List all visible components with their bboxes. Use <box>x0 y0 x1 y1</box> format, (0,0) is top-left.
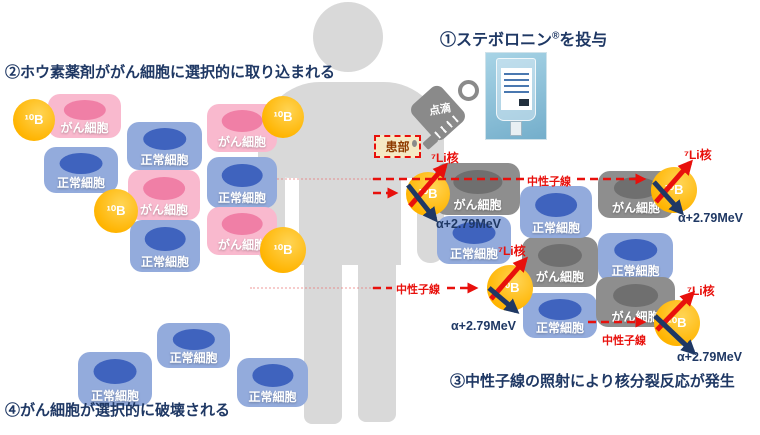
alpha-label: α+2.79MeV <box>677 350 743 364</box>
normal-cell: 正常細胞 <box>523 293 597 338</box>
cell-nucleus <box>613 239 658 262</box>
neutron-beam-label: 中性子線 <box>527 176 571 188</box>
cell-nucleus <box>143 176 185 200</box>
cell-nucleus <box>538 298 582 320</box>
patient-left-leg <box>304 260 342 424</box>
alpha-label: α+2.79MeV <box>678 211 744 225</box>
cancer-cell: がん細胞 <box>48 94 121 138</box>
boron10-label: ¹⁰B <box>106 203 126 218</box>
boron10-particle: ¹⁰B <box>654 300 700 346</box>
boron10-label: ¹⁰B <box>500 280 520 295</box>
cell-nucleus <box>144 226 186 251</box>
boron10-particle: ¹⁰B <box>406 172 450 216</box>
neutron-beam-label: 中性子線 <box>396 284 440 296</box>
normal-cell: 正常細胞 <box>598 233 673 281</box>
patient-waist <box>299 160 401 265</box>
normal-cell: 正常細胞 <box>207 157 277 208</box>
normal-cell: 正常細胞 <box>157 323 230 368</box>
cell-label: がん細胞 <box>453 198 502 212</box>
li7-label: ⁷Li核 <box>684 148 712 162</box>
cell-label: 正常細胞 <box>56 176 105 190</box>
iv-hanger-ring <box>458 80 479 101</box>
cell-label: 正常細胞 <box>248 390 297 404</box>
cell-nucleus <box>452 169 503 194</box>
cell-nucleus <box>93 359 137 384</box>
registered-mark: ® <box>552 30 560 42</box>
cell-label: がん細胞 <box>139 203 188 217</box>
cancer-cell: がん細胞 <box>128 170 200 220</box>
cell-nucleus <box>452 222 496 245</box>
boron10-particle: ¹⁰B <box>487 265 533 311</box>
cell-label: 正常細胞 <box>535 321 584 335</box>
cell-nucleus <box>537 243 583 267</box>
step1-title-text: ①ステボロニン <box>440 32 553 49</box>
cell-nucleus <box>221 110 263 133</box>
photo-bag-label <box>501 68 532 110</box>
cell-label: がん細胞 <box>535 270 584 284</box>
steboronine-bag-photo <box>485 52 547 140</box>
cell-label: 正常細胞 <box>140 255 189 269</box>
step3-title: ③中性子線の照射により核分裂反応が発生 <box>450 373 735 390</box>
patient-head <box>313 2 383 72</box>
step1-title-suffix: を投与 <box>559 32 608 49</box>
boron10-particle: ¹⁰B <box>94 189 138 233</box>
normal-cell: 正常細胞 <box>130 220 200 272</box>
li7-label: ⁷Li核 <box>498 244 526 258</box>
cell-label: がん細胞 <box>60 121 109 135</box>
cell-nucleus <box>59 152 103 175</box>
boron10-particle: ¹⁰B <box>260 227 306 273</box>
li7-label: ⁷Li核 <box>687 284 715 298</box>
patient-right-leg <box>358 260 396 422</box>
beam-trace-dotted-line <box>250 287 374 289</box>
cell-nucleus <box>142 128 187 151</box>
cell-label: 正常細胞 <box>449 247 498 261</box>
alpha-label: α+2.79MeV <box>451 319 517 333</box>
boron10-label: ¹⁰B <box>667 315 687 330</box>
boron10-particle: ¹⁰B <box>262 96 304 138</box>
iv-drip-icon: 点滴 <box>407 80 479 150</box>
cell-label: 正常細胞 <box>611 264 660 278</box>
normal-cell: 正常細胞 <box>520 186 592 238</box>
step4-title: ④がん細胞が選択的に破壊される <box>5 402 231 419</box>
cell-label: 正常細胞 <box>169 351 218 365</box>
normal-cell: 正常細胞 <box>44 147 118 193</box>
normal-cell: 正常細胞 <box>437 216 511 264</box>
cell-label: がん細胞 <box>217 238 266 252</box>
neutron-beam-label: 中性子線 <box>602 335 646 347</box>
normal-cell: 正常細胞 <box>127 122 202 170</box>
cell-nucleus <box>172 328 215 350</box>
boron10-label: ¹⁰B <box>273 109 293 124</box>
cell-nucleus <box>535 192 577 217</box>
normal-cell: 正常細胞 <box>237 358 308 407</box>
cell-nucleus <box>613 177 659 199</box>
cell-label: がん細胞 <box>217 135 266 149</box>
cell-nucleus <box>612 283 659 307</box>
cell-label: がん細胞 <box>611 201 660 215</box>
cell-nucleus <box>221 163 263 188</box>
cell-nucleus <box>63 99 106 120</box>
step2-title: ②ホウ素薬剤ががん細胞に選択的に取り込まれる <box>5 64 336 81</box>
boron10-particle: ¹⁰B <box>13 99 55 141</box>
alpha-label: α+2.79MeV <box>436 217 502 231</box>
boron10-particle: ¹⁰B <box>651 167 697 213</box>
affected-area-box: 患部 <box>374 135 421 158</box>
cell-label: 正常細胞 <box>90 389 139 403</box>
boron10-label: ¹⁰B <box>664 182 684 197</box>
iv-drip-drop <box>412 140 417 147</box>
boron10-label: ¹⁰B <box>273 242 293 257</box>
destroyed-cancer-cell: がん細胞 <box>522 237 598 287</box>
boron10-label: ¹⁰B <box>24 112 44 127</box>
cell-nucleus <box>221 213 263 236</box>
cell-nucleus <box>251 364 294 387</box>
cell-label: 正常細胞 <box>217 191 266 205</box>
cell-label: 正常細胞 <box>531 221 580 235</box>
boron10-label: ¹⁰B <box>418 186 438 201</box>
li7-label: ⁷Li核 <box>431 151 459 165</box>
normal-cell: 正常細胞 <box>78 352 152 406</box>
step1-title: ①ステボロニン®を投与 <box>440 26 607 50</box>
photo-bag-port <box>510 121 522 136</box>
beam-trace-dotted-line <box>250 178 374 180</box>
cell-label: 正常細胞 <box>140 153 189 167</box>
